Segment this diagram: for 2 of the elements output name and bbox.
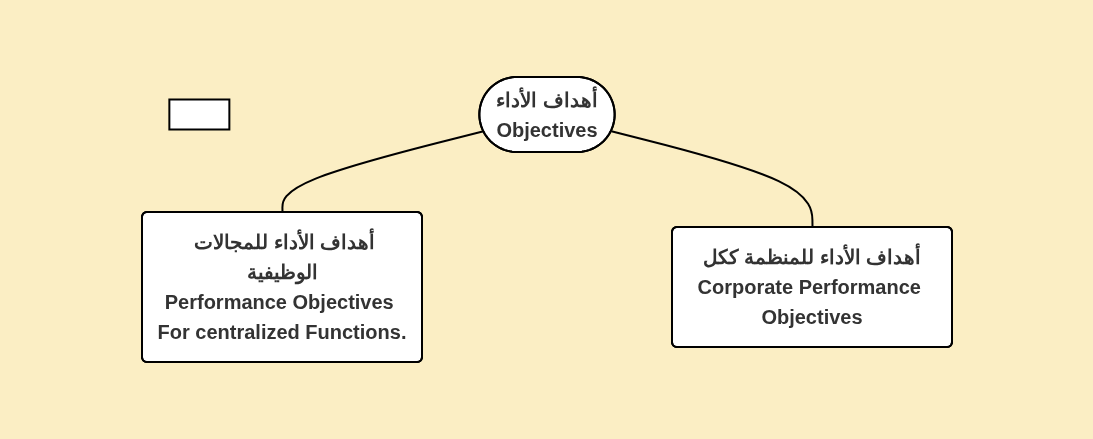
node-box [167,98,230,131]
connector [609,130,813,229]
